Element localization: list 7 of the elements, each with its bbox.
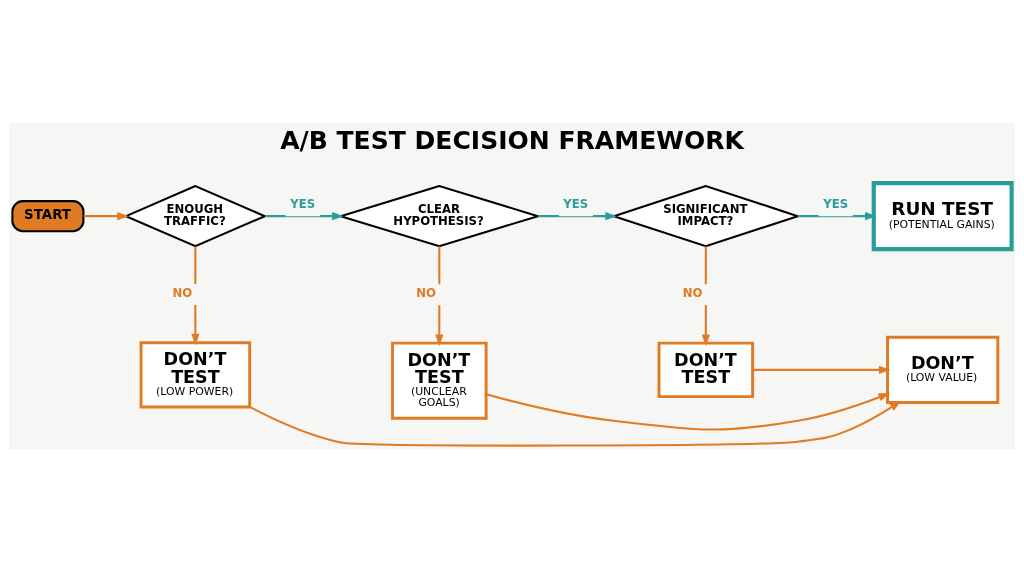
edge-label: NO [172,286,193,301]
edge-label: NO [416,286,437,301]
diagram-title: A/B TEST DECISION FRAMEWORK [280,125,744,155]
edge-label: NO [682,286,703,301]
edge-label: YES [290,197,316,212]
edge-label: YES [563,197,589,212]
edge-label: YES [823,197,849,212]
